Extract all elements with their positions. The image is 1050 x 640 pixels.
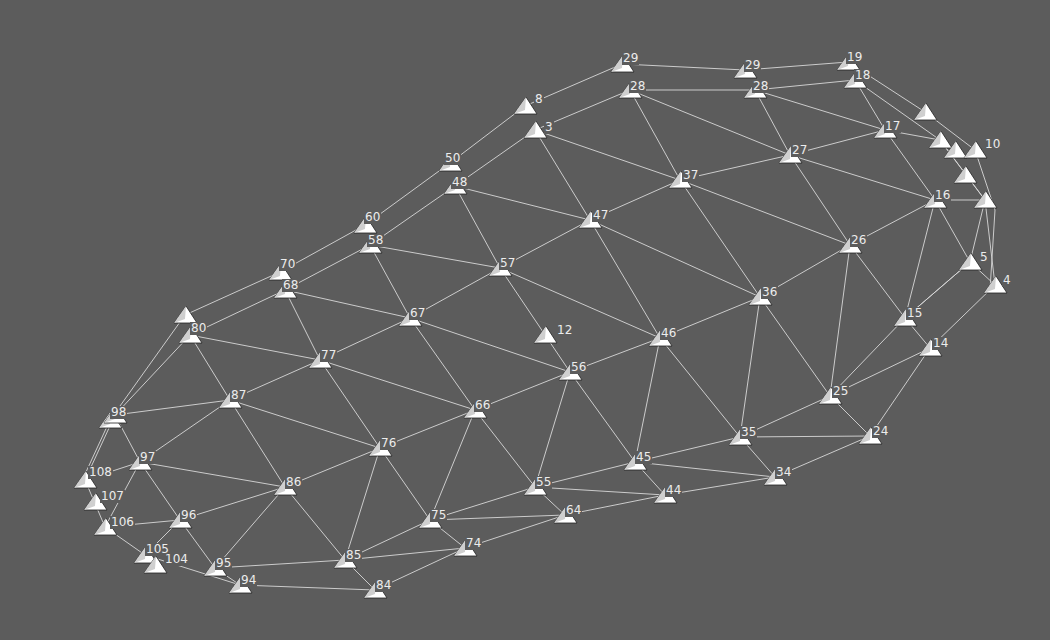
camera-number: 75 (430, 509, 447, 522)
camera-number: 50 (444, 152, 461, 165)
camera-number: 98 (110, 406, 127, 419)
camera-number: 28 (752, 80, 769, 93)
camera-number: 64 (565, 504, 582, 517)
camera-number: 46 (660, 327, 677, 340)
camera-number: 12 (556, 324, 573, 337)
camera-number: 60 (364, 211, 381, 224)
camera-number: 17 (884, 120, 901, 133)
camera-number: 16 (934, 189, 951, 202)
camera-number: 36 (761, 286, 778, 299)
camera-number: 26 (850, 234, 867, 247)
camera-number: 95 (215, 557, 232, 570)
camera-number: 14 (932, 337, 949, 350)
camera-number: 25 (832, 385, 849, 398)
camera-number: 86 (285, 476, 302, 489)
camera-number: 8 (534, 93, 544, 106)
camera-number: 84 (375, 579, 392, 592)
camera-number: 85 (345, 549, 362, 562)
camera-number: 45 (635, 451, 652, 464)
mesh-lines (80, 62, 995, 590)
camera-number: 67 (409, 307, 426, 320)
camera-number: 96 (180, 509, 197, 522)
camera-number: 15 (906, 307, 923, 320)
camera-number: 68 (282, 279, 299, 292)
camera-number: 55 (535, 476, 552, 489)
camera-number: 106 (110, 516, 135, 529)
camera-number: 5 (979, 251, 989, 264)
camera-number: 24 (872, 425, 889, 438)
camera-number: 29 (622, 52, 639, 65)
camera-number: 4 (1002, 274, 1012, 287)
camera-number: 74 (465, 537, 482, 550)
camera-number: 66 (474, 399, 491, 412)
camera-number: 29 (744, 59, 761, 72)
camera-number: 28 (629, 80, 646, 93)
camera-number: 70 (279, 258, 296, 271)
camera-number: 104 (164, 553, 189, 566)
camera-number: 107 (100, 490, 125, 503)
camera-number: 77 (320, 349, 337, 362)
camera-number: 44 (665, 484, 682, 497)
camera-number: 27 (791, 144, 808, 157)
camera-number: 3 (544, 121, 554, 134)
camera-number: 35 (740, 426, 757, 439)
camera-number: 37 (682, 169, 699, 182)
camera-number: 87 (230, 389, 247, 402)
camera-number: 80 (190, 322, 207, 335)
camera-number: 58 (367, 234, 384, 247)
camera-number: 18 (854, 69, 871, 82)
camera-number: 108 (88, 466, 113, 479)
camera-number: 19 (846, 51, 863, 64)
camera-number: 94 (240, 574, 257, 587)
camera-number: 48 (451, 176, 468, 189)
camera-number: 57 (499, 257, 516, 270)
camera-number: 34 (775, 466, 792, 479)
camera-number: 97 (139, 451, 156, 464)
camera-number: 56 (570, 361, 587, 374)
camera-number: 76 (380, 437, 397, 450)
camera-number: 10 (984, 138, 1001, 151)
camera-number: 47 (592, 209, 609, 222)
camera-markers (74, 53, 1007, 598)
